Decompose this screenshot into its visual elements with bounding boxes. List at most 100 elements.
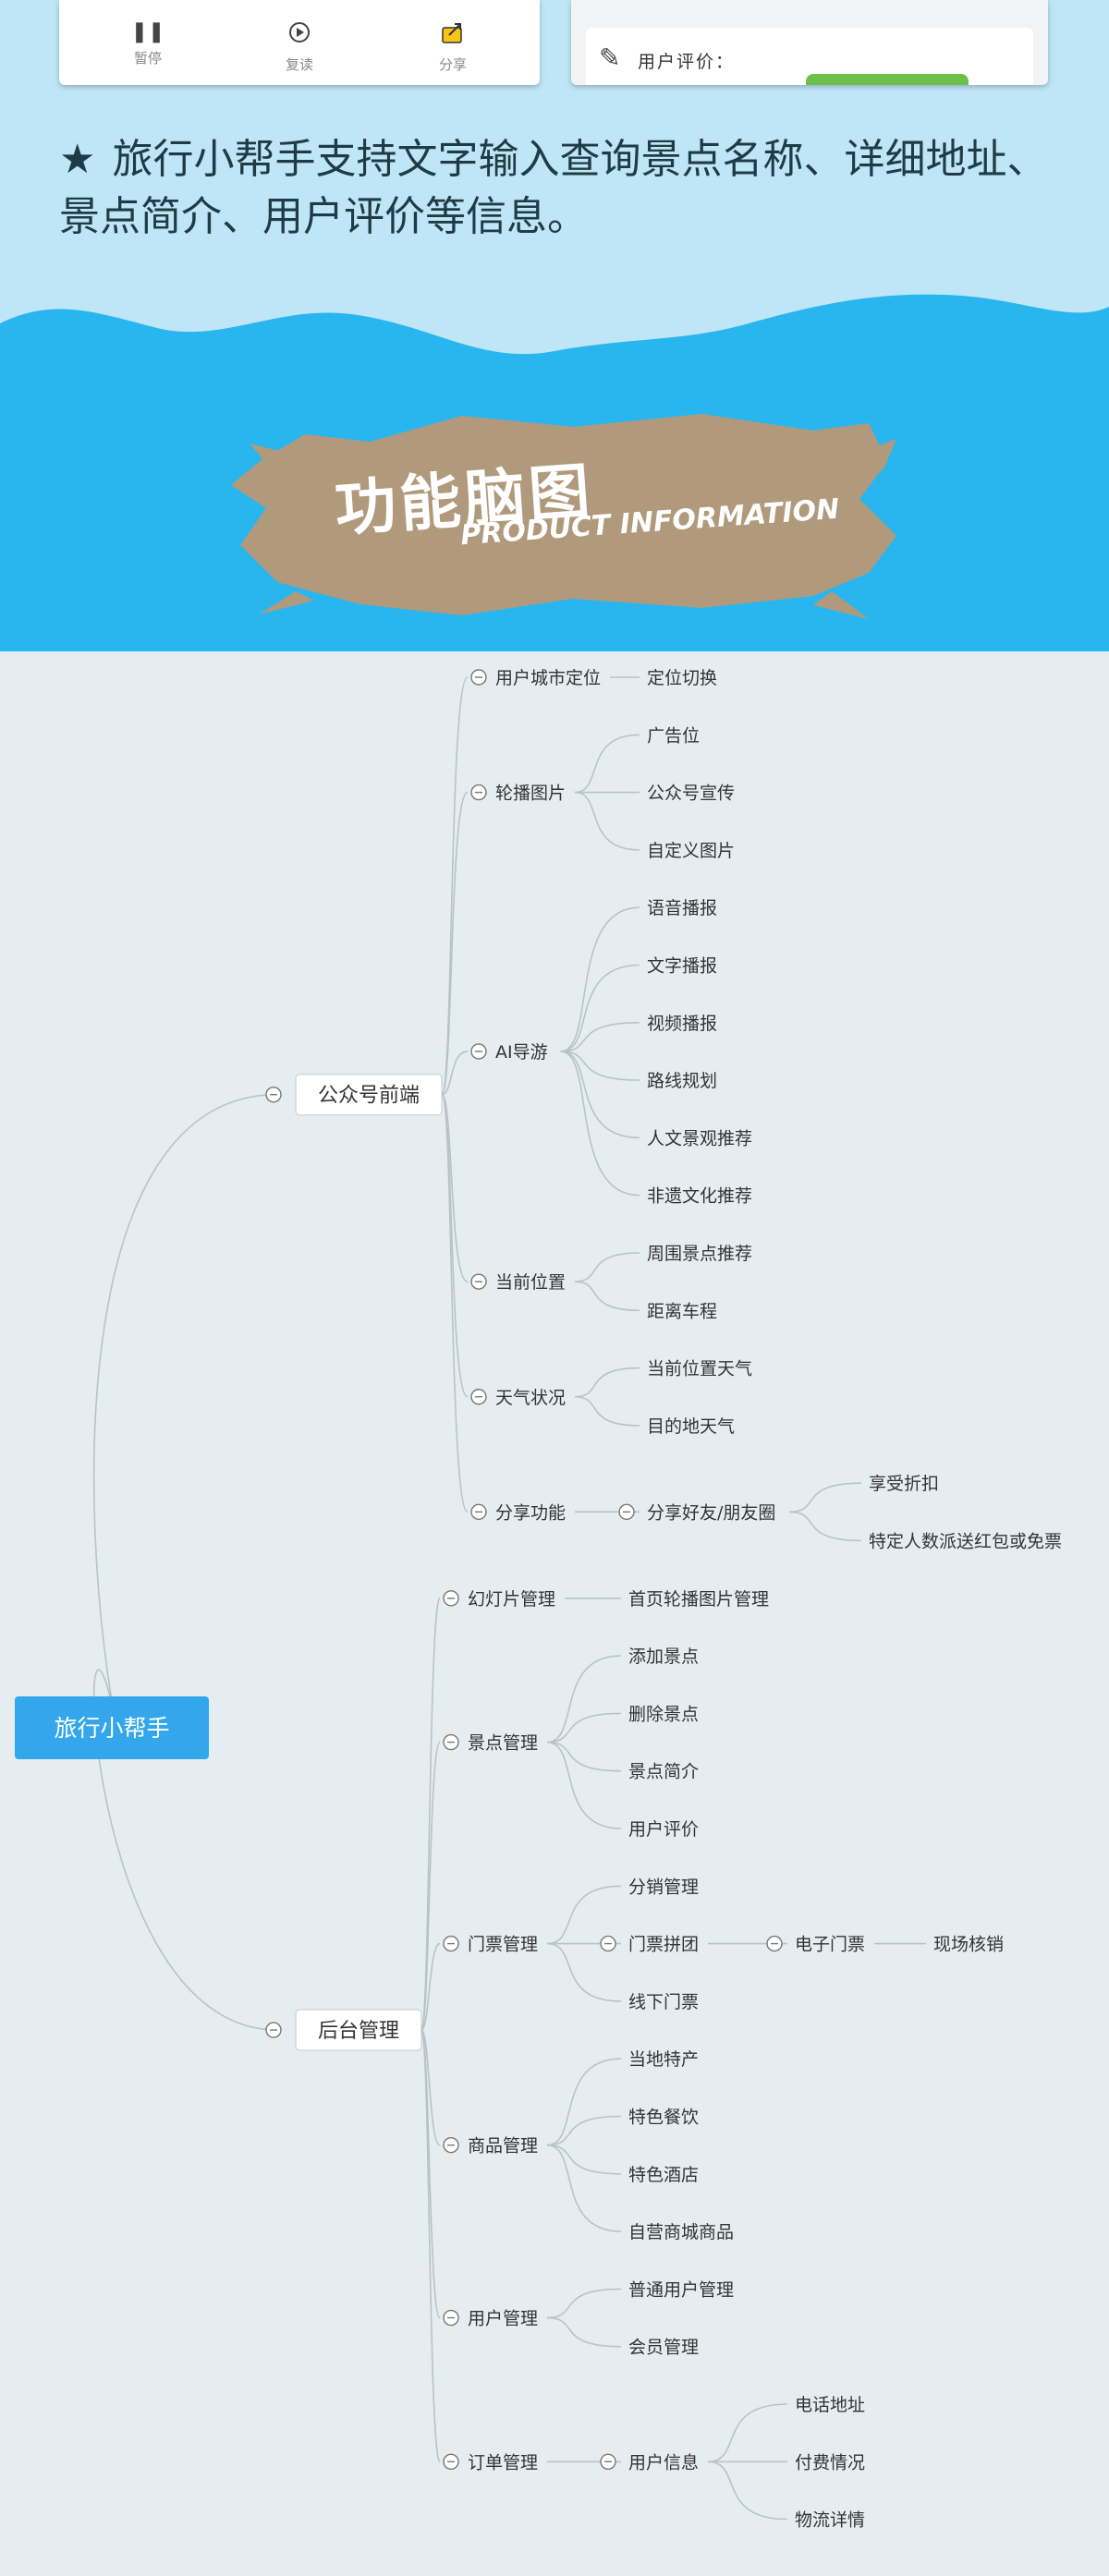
collapse-toggle-icon[interactable] [443,1590,459,1607]
mindmap-connector [574,1395,640,1427]
pause-label: 暂停 [133,50,162,67]
mindmap-node[interactable]: 分享功能 [495,1502,566,1523]
collapse-toggle-icon[interactable] [470,1273,487,1290]
mindmap-node[interactable]: 会员管理 [628,2338,699,2358]
collapse-toggle-icon[interactable] [766,1935,783,1952]
mindmap-node[interactable]: 周围景点推荐 [647,1244,752,1264]
review-label: 用户评价： [638,52,736,72]
replay-label: 复读 [285,56,313,73]
mindmap-node[interactable]: 路线规划 [647,1071,717,1091]
mindmap-node[interactable]: 广告位 [647,725,700,746]
mindmap-node[interactable]: 删除景点 [628,1704,699,1724]
collapse-toggle-icon[interactable] [470,1389,487,1405]
mindmap-node[interactable]: 天气状况 [495,1388,566,1408]
mindmap-node[interactable]: 享受折扣 [869,1474,939,1494]
mindmap-node[interactable]: 商品管理 [468,2136,538,2157]
collapse-toggle-icon[interactable] [265,1086,282,1103]
mindmap-connector [574,1252,640,1282]
mindmap-connector [441,1051,469,1096]
collapse-toggle-icon[interactable] [265,2022,282,2038]
mindmap-node[interactable]: 当地特产 [628,2049,699,2070]
mindmap-node[interactable]: 文字播报 [647,956,717,977]
collapse-toggle-icon[interactable] [443,1733,459,1751]
mindmap-connector [546,2288,622,2319]
mindmap-node[interactable]: 用户信息 [628,2452,699,2473]
mindmap-node[interactable]: 特定人数派送红包或免票 [869,1532,1062,1552]
mindmap-node[interactable]: 非遗文化推荐 [647,1186,752,1207]
mindmap-connector [92,1669,278,2031]
mindmap-node[interactable]: 物流详情 [795,2510,865,2531]
mindmap-node[interactable]: 轮播图片 [495,784,566,804]
mindmap-node[interactable]: 定位切换 [647,668,717,688]
mindmap-node[interactable]: 目的地天气 [647,1416,735,1437]
collapse-toggle-icon[interactable] [443,1935,459,1952]
mindmap-connector [546,1712,622,1744]
mindmap-connector [574,1281,640,1312]
mindmap-node[interactable]: 用户评价 [628,1819,699,1840]
section-banner [231,414,896,619]
pause-icon: ❚❚ [130,20,165,43]
mindmap-connector [420,1598,441,2031]
mindmap-node[interactable]: 自营商城商品 [628,2222,734,2242]
mindmap-connector [707,2403,788,2463]
pause-button[interactable]: ❚❚ 暂停 [92,20,203,67]
mindmap-node[interactable]: 景点简介 [628,1762,699,1782]
mindmap-node[interactable]: 当前位置 [495,1272,566,1293]
replay-icon [244,20,355,51]
mindmap-node[interactable]: 人文景观推荐 [647,1128,752,1148]
mindmap-connector [560,964,640,1052]
mindmap-node[interactable]: 付费情况 [795,2452,865,2473]
collapse-toggle-icon[interactable] [470,784,487,801]
mindmap-node[interactable]: 公众号宣传 [647,784,735,804]
mindmap-node[interactable]: 电子门票 [795,1935,865,1955]
collapse-toggle-icon[interactable] [470,1043,487,1060]
mindmap-connector [441,791,469,1096]
mindmap-node[interactable]: 电话地址 [795,2395,865,2415]
mindmap-node[interactable]: 线下门票 [628,1992,699,2012]
mindmap-node[interactable]: 景点管理 [468,1733,538,1754]
mindmap-node[interactable]: 特色酒店 [628,2165,699,2185]
mindmap-node[interactable]: 距离车程 [647,1301,717,1321]
mindmap-node[interactable]: 门票管理 [468,1935,538,1955]
collapse-toggle-icon[interactable] [470,669,487,686]
mindmap-connector [420,2029,441,2146]
collapse-toggle-icon[interactable] [600,2453,616,2471]
mindmap-node[interactable]: 现场核销 [933,1935,1004,1955]
share-label: 分享 [438,56,467,73]
mindmap-node[interactable]: 特色餐饮 [628,2108,699,2128]
mindmap-connector [546,1942,622,2002]
mindmap-node[interactable]: 首页轮播图片管理 [628,1589,769,1610]
mindmap-connector [560,906,640,1052]
collapse-toggle-icon[interactable] [618,1503,635,1521]
collapse-toggle-icon[interactable] [443,2453,459,2471]
review-submit-button[interactable] [806,74,969,85]
mindmap-node[interactable]: 普通用户管理 [628,2279,734,2300]
mindmap-node[interactable]: 视频播报 [647,1014,717,1034]
mindmap-connector [546,2058,622,2146]
mindmap-connector [420,1741,441,2031]
mindmap-root-box[interactable] [15,1696,209,1759]
mindmap-node[interactable]: 自定义图片 [647,841,735,861]
collapse-toggle-icon[interactable] [600,1935,616,1952]
mindmap-node[interactable]: 分享好友/朋友圈 [647,1502,775,1523]
share-button[interactable]: 分享 [397,20,508,74]
mindmap-node[interactable]: 用户管理 [468,2309,538,2329]
mindmap-node[interactable]: 添加景点 [628,1646,699,1667]
mindmap-node[interactable]: 订单管理 [468,2452,538,2473]
mindmap-node[interactable]: 语音播报 [647,898,717,918]
mindmap-connector [546,2316,622,2348]
collapse-toggle-icon[interactable] [443,2136,459,2154]
mindmap-node[interactable]: 分销管理 [628,1877,699,1897]
review-card: ✎ 用户评价： [571,0,1048,85]
collapse-toggle-icon[interactable] [470,1503,487,1521]
mindmap-node[interactable]: AI导游 [495,1042,548,1063]
mindmap-connector [420,1942,441,2031]
mindmap-node[interactable]: 门票拼团 [628,1935,699,1955]
mindmap-node[interactable]: 当前位置天气 [647,1359,752,1379]
mindmap-node[interactable]: 幻灯片管理 [468,1589,555,1610]
collapse-toggle-icon[interactable] [443,2309,459,2327]
mindmap-connector [92,1093,278,1729]
replay-button[interactable]: 复读 [244,20,355,74]
mindmap-node[interactable]: 用户城市定位 [495,668,601,688]
